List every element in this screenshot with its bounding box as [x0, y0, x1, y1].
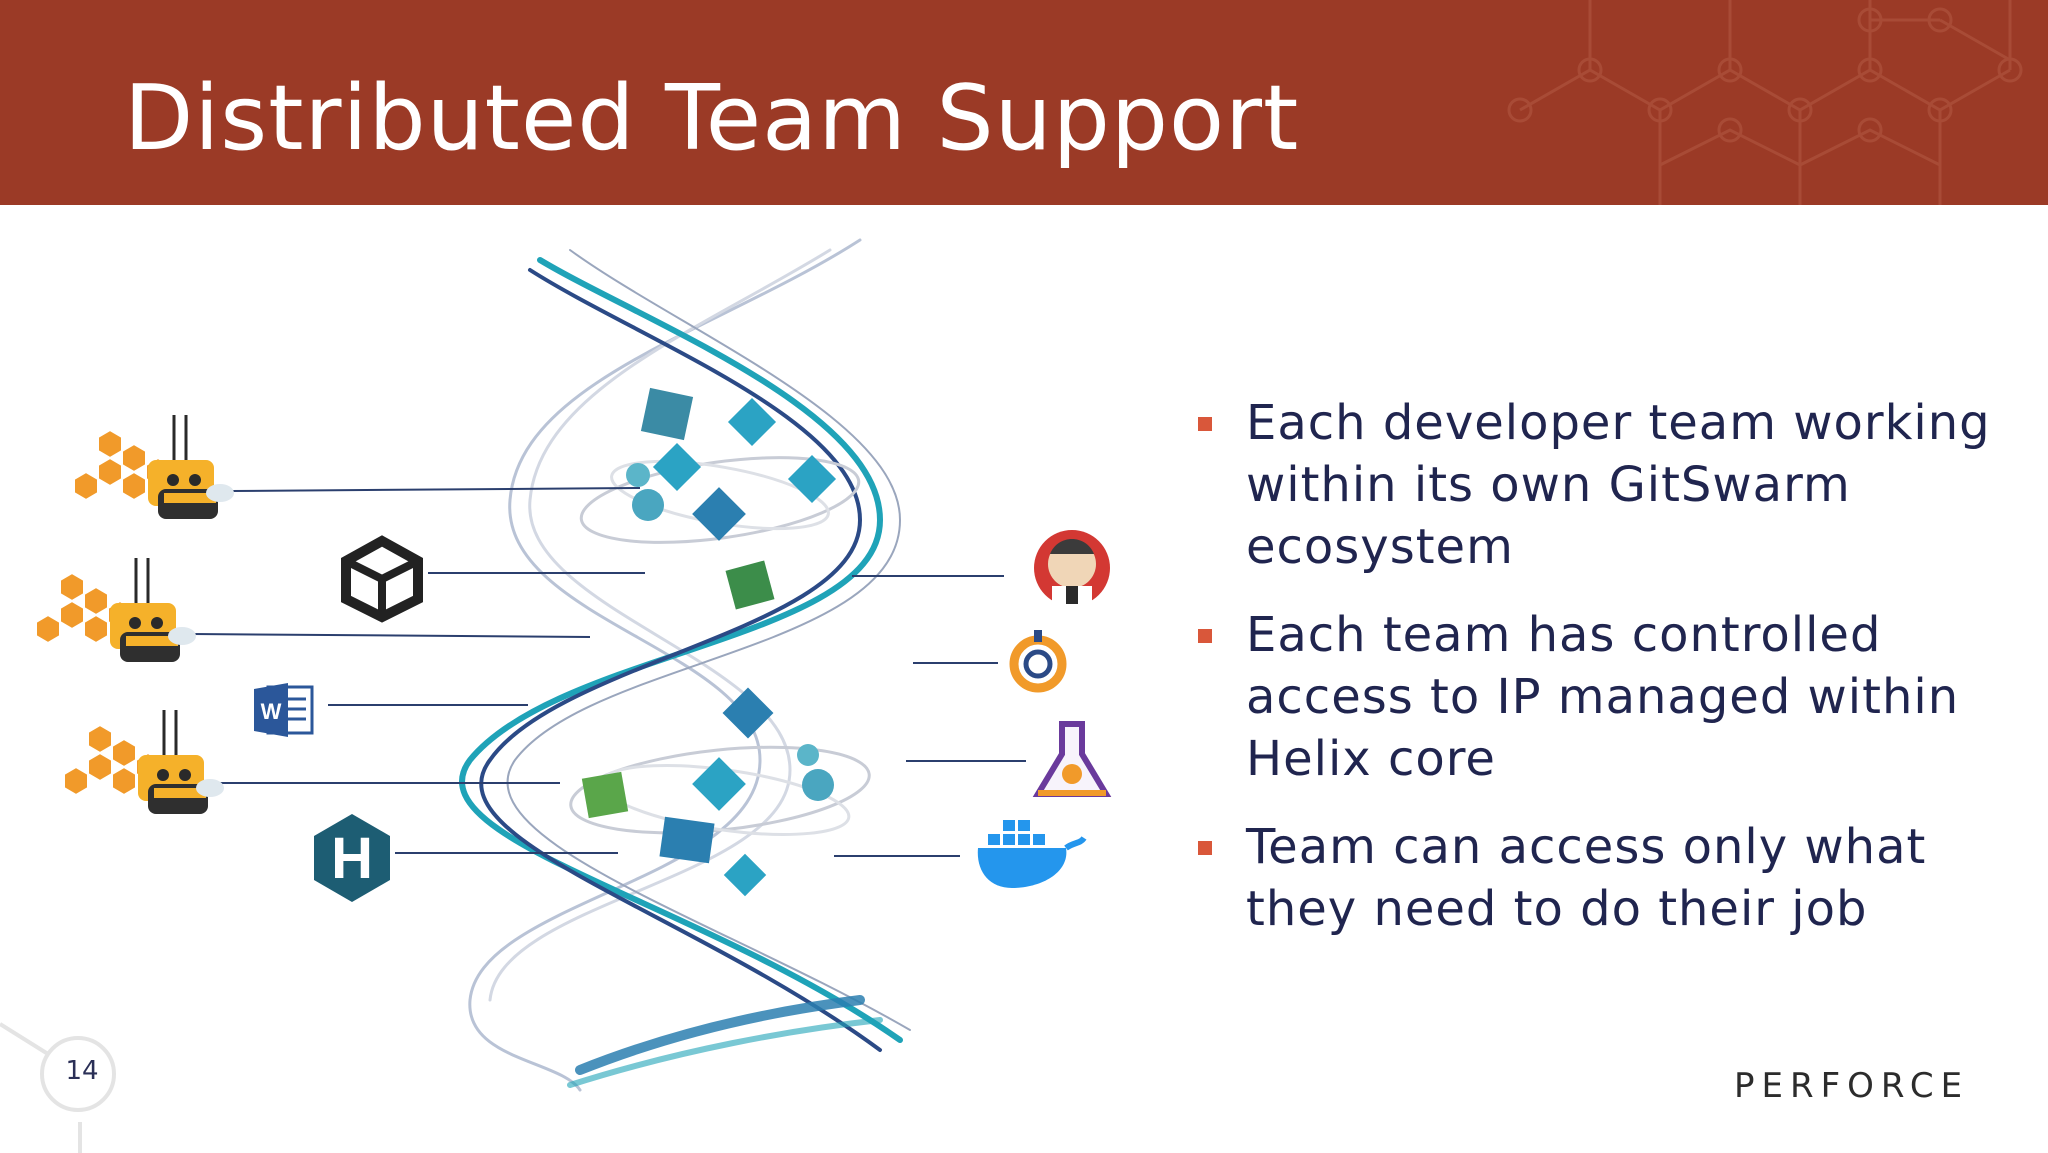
perforce-logo: PERFORCE [1734, 1066, 1970, 1106]
page-number: 14 [65, 1056, 99, 1086]
circuit-board-icon [659, 816, 715, 864]
git-branch-icon [692, 757, 746, 811]
word-document-icon: W [254, 683, 314, 737]
helix-h-logo-icon: H [314, 814, 390, 902]
bullet-marker [1198, 417, 1212, 431]
dna-helix-strands [459, 238, 911, 1092]
git-branch-icon [723, 853, 767, 897]
bullet-text: Team can access only what they need to d… [1246, 819, 1927, 937]
honeycomb-bee-icon [35, 558, 196, 662]
image-tile-icon [722, 687, 774, 739]
jenkins-logo-icon [1034, 530, 1110, 608]
slide-header: Distributed Team Support [0, 0, 2048, 205]
lab-flask-icon [1032, 721, 1112, 797]
bullet-text: Each team has controlled access to IP ma… [1246, 607, 1960, 787]
molecule-pattern-icon [1507, 0, 2023, 205]
slide-title: Distributed Team Support [124, 66, 1300, 171]
gear-icon [626, 463, 650, 487]
bullet-item: Team can access only what they need to d… [1190, 816, 2010, 940]
git-branch-icon [787, 454, 837, 504]
page-number-ring [40, 1036, 116, 1112]
honeycomb-bee-icon [73, 415, 234, 519]
helix-ecosystem-illustration: W H [35, 238, 1112, 1092]
swarm-ring-icon [1009, 630, 1067, 693]
svg-text:H: H [331, 826, 373, 891]
image-tile-icon [640, 387, 694, 441]
image-tile-icon [692, 487, 746, 541]
circuit-chip-icon [581, 771, 629, 819]
gear-icon [802, 769, 834, 801]
bullet-marker [1198, 629, 1212, 643]
docker-whale-icon [977, 820, 1087, 888]
gear-icon [797, 744, 819, 766]
svg-text:W: W [261, 699, 282, 724]
bullet-text: Each developer team working within its o… [1246, 395, 1991, 575]
unity-logo-icon [341, 535, 423, 623]
git-branch-icon [652, 442, 702, 492]
bullet-item: Each team has controlled access to IP ma… [1190, 604, 2010, 790]
bullet-list: Each developer team working within its o… [1190, 392, 2010, 966]
circuit-chip-icon [725, 560, 775, 610]
footer-ring-decoration [0, 1022, 82, 1153]
bullet-item: Each developer team working within its o… [1190, 392, 2010, 578]
git-branch-icon [727, 397, 777, 447]
honeycomb-bee-icon [63, 710, 224, 814]
gear-icon [632, 489, 664, 521]
bullet-marker [1198, 841, 1212, 855]
connector-lines [191, 487, 1026, 857]
